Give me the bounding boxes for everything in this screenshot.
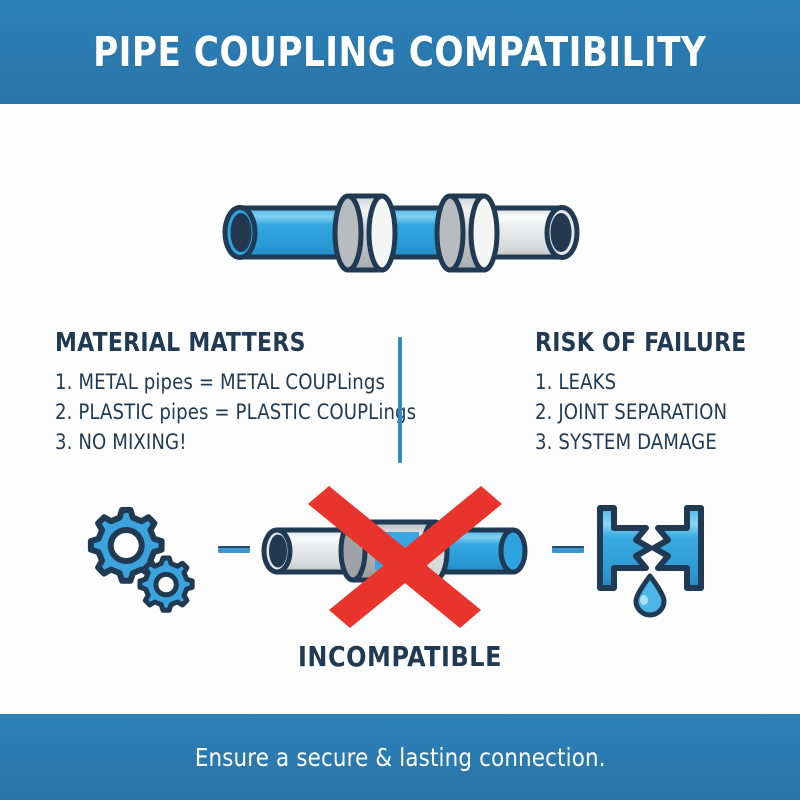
column-risk-of-failure: RISK OF FAILURE 1. LEAKS 2. JOINT SEPARA…: [535, 328, 765, 458]
dash-separator-right-icon: [552, 546, 584, 553]
mismatched-pipe-illustration: [255, 480, 545, 630]
column-heading-risk-of-failure: RISK OF FAILURE: [535, 328, 747, 358]
broken-pipe-leak-icon: [588, 490, 713, 618]
column-divider: [398, 337, 402, 463]
footer-banner: Ensure a secure & lasting connection.: [0, 714, 800, 800]
bottom-illustration-row: [0, 480, 800, 630]
red-cross-icon: [308, 486, 502, 628]
column-heading-material-matters: MATERIAL MATTERS: [55, 328, 306, 358]
column-material-matters: MATERIAL MATTERS 1. METAL pipes = METAL …: [55, 328, 417, 458]
hero-pipe-illustration: [210, 160, 595, 285]
page-title: PIPE COUPLING COMPATIBILITY: [93, 27, 707, 76]
list-item: 1. LEAKS: [535, 370, 617, 395]
list-item: 1. METAL pipes = METAL COUPLings: [55, 370, 386, 395]
list-item: 2. JOINT SEPARATION: [535, 400, 728, 425]
list-item: 3. NO MIXING!: [55, 429, 187, 454]
detail-columns: MATERIAL MATTERS 1. METAL pipes = METAL …: [0, 328, 800, 475]
dash-separator-left-icon: [218, 546, 250, 553]
list-item: 2. PLASTIC pipes = PLASTIC COUPLings: [55, 400, 417, 425]
risk-of-failure-list: 1. LEAKS 2. JOINT SEPARATION 3. SYSTEM D…: [535, 368, 765, 457]
gears-icon: [78, 500, 198, 613]
header-banner: PIPE COUPLING COMPATIBILITY: [0, 0, 800, 104]
footer-text: Ensure a secure & lasting connection.: [194, 742, 606, 772]
list-item: 3. SYSTEM DAMAGE: [535, 429, 717, 454]
material-matters-list: 1. METAL pipes = METAL COUPLings 2. PLAS…: [55, 368, 417, 457]
incompatible-label: INCOMPATIBLE: [297, 640, 503, 673]
